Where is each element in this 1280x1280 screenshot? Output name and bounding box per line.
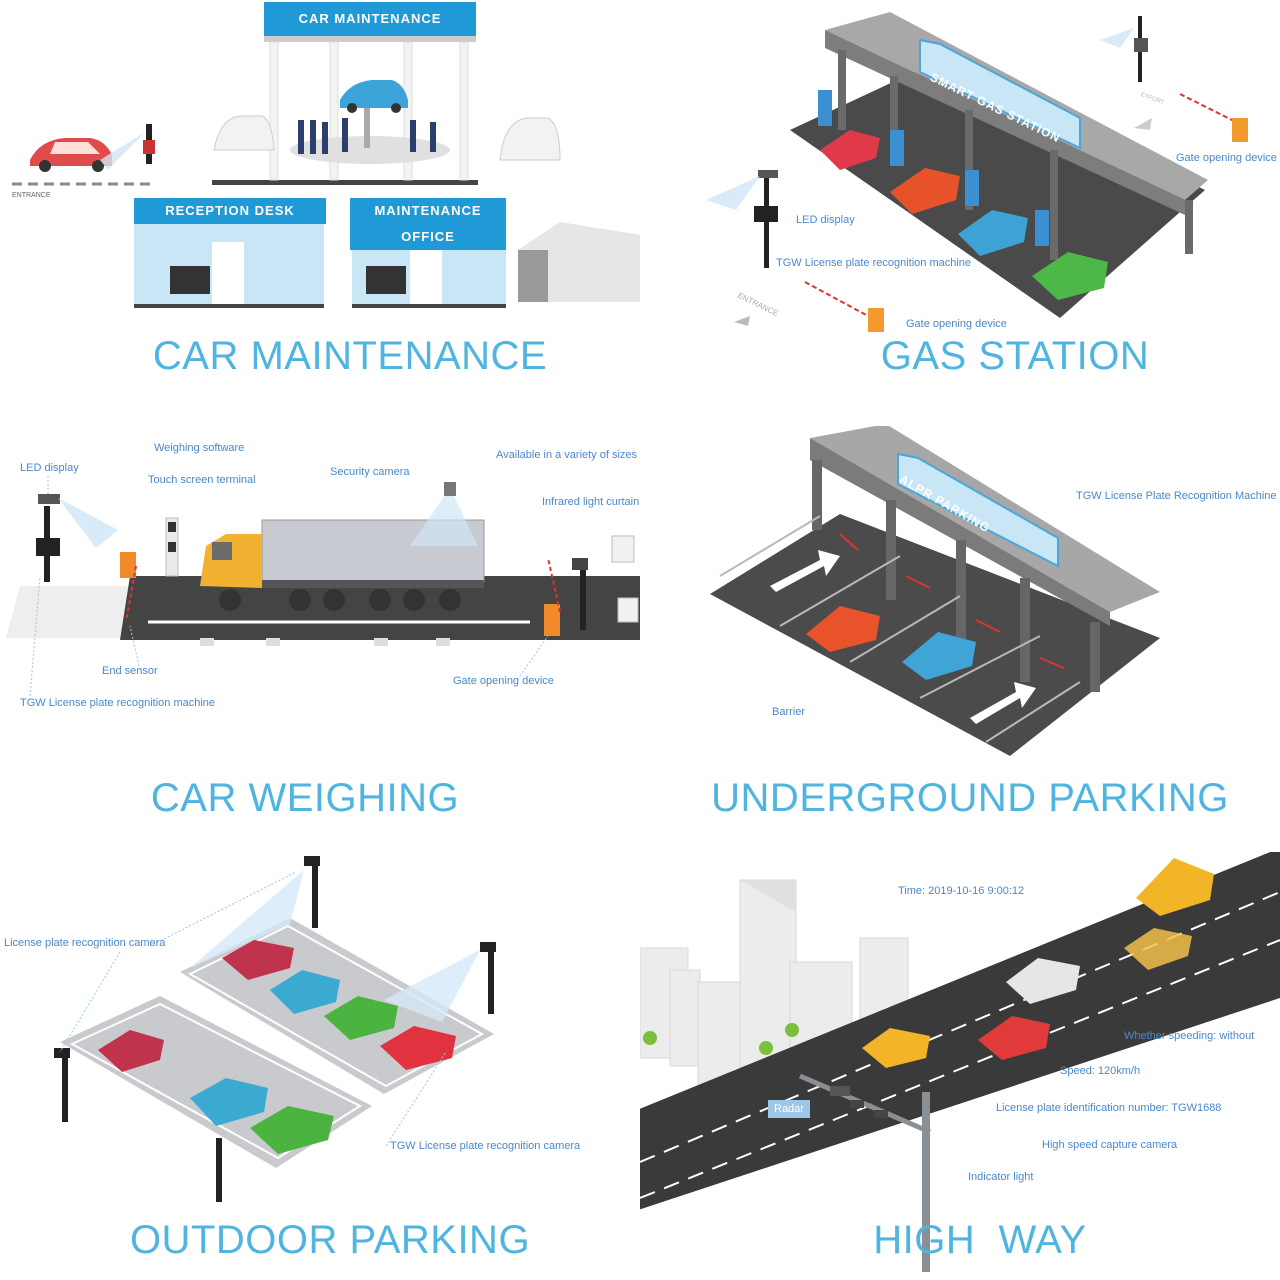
radar-label: Radar (768, 1100, 810, 1118)
outdoor-parking-title: OUTDOOR PARKING (129, 1218, 531, 1262)
sizes-label: Available in a variety of sizes (496, 449, 638, 461)
led-display-label: LED display (796, 214, 855, 226)
red-car-icon (30, 138, 112, 172)
gas-station-illustration (706, 12, 1248, 332)
car-weighing-illustration (6, 476, 640, 697)
infrared-light-curtain-label: Infrared light curtain (542, 496, 640, 508)
highway-illustration (640, 852, 1280, 1272)
highway-vehicles (862, 858, 1214, 1068)
panel-gas-station: SMART GAS STATION EXPORT ENTRANCE Gate o… (640, 0, 1280, 426)
panel-car-maintenance: CAR MAINTENANCE RECEPTION DESK MAINTENAN… (0, 0, 640, 426)
time-label: Time: 2019-10-16 9:00:12 (898, 885, 1025, 897)
underground-parking-illustration (710, 426, 1160, 756)
speeding-label: Whether speeding: without (1124, 1030, 1255, 1042)
panel-underground-parking: ALPR PARKING TGW License Plate Recogniti… (640, 426, 1280, 852)
speed-label: Speed: 120km/h (1060, 1065, 1141, 1077)
tgw-lpr-camera-label: TGW License plate recognition camera (390, 1140, 581, 1152)
white-car-icon (213, 115, 561, 161)
high-way-title: HIGH WAY (873, 1218, 1087, 1262)
car-maintenance-illustration (12, 36, 640, 308)
end-sensor-label: End sensor (102, 665, 158, 677)
weighing-software-label: Weighing software (154, 442, 245, 454)
plate-number-label: License plate identification number: TGW… (996, 1102, 1222, 1114)
barrier-label: Barrier (772, 706, 806, 718)
gate-opening-device-top-label: Gate opening device (1176, 152, 1277, 164)
lpr-machine-label: TGW License plate recognition machine (20, 697, 216, 709)
reception-desk-sign: RECEPTION DESK (134, 198, 326, 224)
panel-high-way: Time: 2019-10-16 9:00:12 Whether speedin… (640, 852, 1280, 1280)
indicator-light-label: Indicator light (968, 1171, 1034, 1183)
underground-parking-title: UNDERGROUND PARKING (711, 776, 1229, 820)
entrance-label: ENTRANCE (12, 192, 51, 199)
outdoor-parking-illustration (54, 856, 496, 1202)
panel-outdoor-parking: License plate recognition camera TGW Lic… (0, 852, 640, 1278)
led-display-label: LED display (20, 462, 79, 474)
lpr-machine-label: TGW License plate recognition machine (776, 257, 972, 269)
security-camera-label: Security camera (330, 466, 410, 478)
lpr-camera-label: License plate recognition camera (4, 937, 166, 949)
gate-opening-device-bottom-label: Gate opening device (906, 318, 1007, 330)
gas-station-cars (820, 130, 1108, 300)
gas-station-title: GAS STATION (880, 334, 1150, 378)
gate-opening-device-label: Gate opening device (453, 675, 554, 687)
car-weighing-title: CAR WEIGHING (150, 776, 460, 820)
maintenance-office-sign: MAINTENANCE OFFICE (350, 198, 506, 250)
panel-car-weighing: Weighing software LED display Touch scre… (0, 426, 640, 852)
outdoor-parking-cars (98, 940, 456, 1154)
car-maintenance-title: CAR MAINTENANCE (152, 334, 548, 378)
touch-screen-label: Touch screen terminal (148, 474, 256, 486)
capture-camera-label: High speed capture camera (1042, 1139, 1178, 1151)
car-maintenance-sign: CAR MAINTENANCE (264, 2, 476, 36)
lpr-machine-label: TGW License Plate Recognition Machine (1076, 490, 1277, 502)
